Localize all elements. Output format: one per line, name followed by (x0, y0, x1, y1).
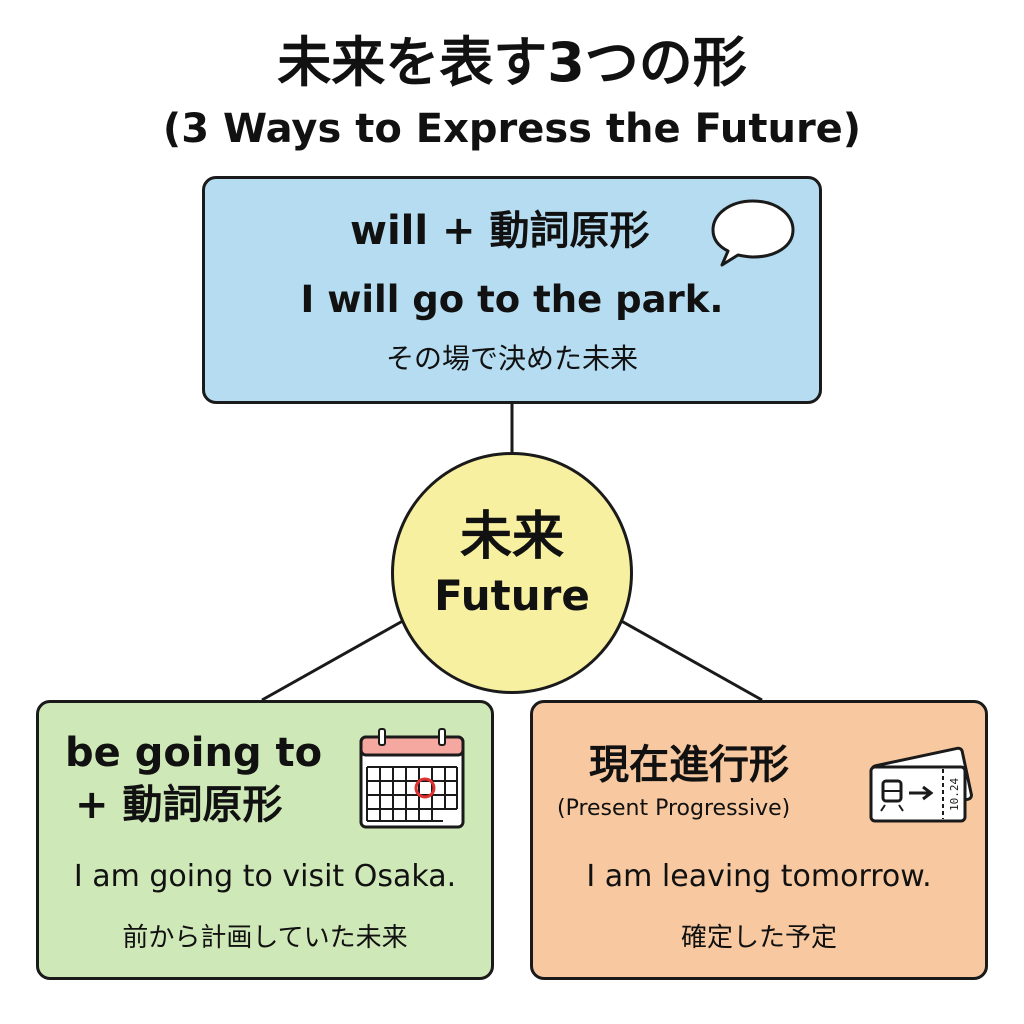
speech-bubble-icon (711, 199, 795, 267)
progressive-subheading: (Present Progressive) (557, 796, 791, 821)
future-center-node: 未来 Future (391, 452, 633, 694)
progressive-heading: 現在進行形 (589, 742, 789, 788)
progressive-note: 確定した予定 (680, 923, 837, 953)
connector-left (261, 616, 409, 702)
present-progressive-card: 現在進行形 (Present Progressive) 10.24 I am l… (530, 700, 988, 980)
going-heading-line1: be going to (65, 730, 323, 776)
page-title: 未来を表す3つの形 (277, 31, 747, 94)
going-heading-line2: + 動詞原形 (75, 782, 283, 828)
will-example: I will go to the park. (300, 278, 724, 321)
going-to-form-card: be going to + 動詞原形 I am going to visit O… (36, 700, 494, 980)
calendar-icon (359, 728, 465, 829)
page-subtitle: (3 Ways to Express the Future) (162, 106, 862, 152)
progressive-example: I am leaving tomorrow. (586, 859, 932, 894)
connector-right (615, 616, 763, 702)
will-note: その場で決めた未来 (385, 342, 638, 375)
will-heading: will + 動詞原形 (350, 208, 650, 254)
ticket-date: 10.24 (948, 778, 961, 811)
center-label-en: Future (434, 571, 590, 620)
going-note: 前から計画していた未来 (122, 923, 408, 953)
center-label-ja: 未来 (459, 507, 564, 567)
will-form-card: will + 動詞原形 I will go to the park. その場で決… (202, 176, 822, 404)
train-ticket-icon: 10.24 (869, 746, 973, 823)
going-example: I am going to visit Osaka. (73, 859, 457, 894)
